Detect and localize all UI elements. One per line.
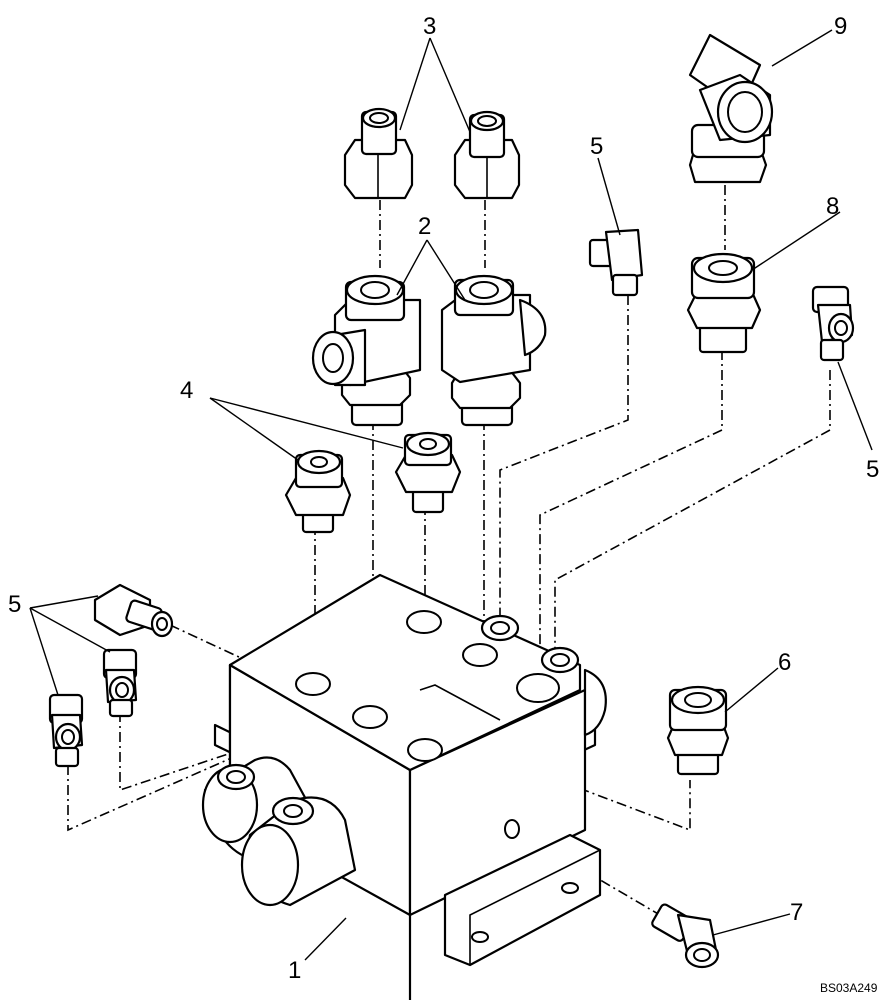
elbow-fitting-right	[811, 285, 855, 362]
callout-5-upper: 5	[590, 133, 603, 160]
elbow-fitting-left-bottom	[48, 693, 84, 768]
connector-fitting-right	[394, 431, 462, 514]
adapter-fitting-left	[343, 107, 414, 200]
adapter-fitting-right	[453, 110, 521, 200]
drawing-code: BS03A249	[820, 981, 878, 995]
adapter-fitting-8	[686, 252, 762, 354]
callout-5-left: 5	[8, 591, 21, 618]
tee-fitting-right	[440, 274, 547, 427]
callout-9: 9	[834, 13, 847, 40]
callout-1: 1	[288, 957, 301, 984]
callout-3: 3	[423, 13, 436, 40]
elbow-fitting-upper-center	[588, 228, 644, 297]
angled-fitting	[651, 903, 720, 969]
callout-7: 7	[790, 899, 803, 926]
plug-fitting	[666, 685, 730, 776]
connector-fitting-left	[284, 449, 352, 534]
elbow-fitting-left-middle	[102, 648, 138, 718]
callout-labels: 1 2 3 4 5 5 5 6 7 8 9	[8, 13, 879, 984]
callout-5-right: 5	[866, 456, 879, 483]
leader-lines	[29, 29, 873, 961]
swivel-elbow-fitting	[688, 33, 774, 184]
tee-fitting-left	[311, 274, 422, 427]
valve-block	[201, 573, 607, 1000]
elbow-fitting-left-top	[93, 583, 174, 638]
callout-4: 4	[180, 377, 193, 404]
callout-6: 6	[778, 649, 791, 676]
callout-8: 8	[826, 193, 839, 220]
callout-2: 2	[418, 213, 431, 240]
